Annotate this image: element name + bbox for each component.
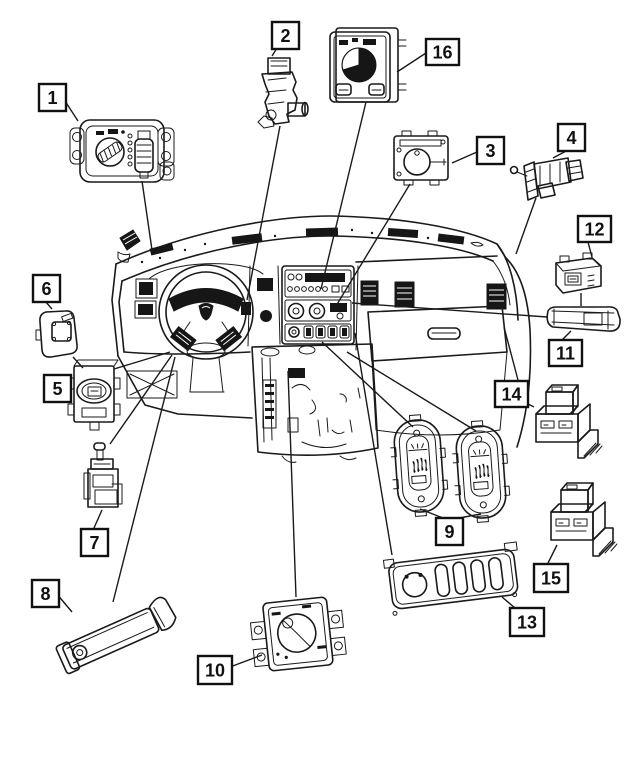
part-relay-switch-lower — [550, 482, 618, 557]
part-ignition-switch — [509, 157, 584, 201]
ram-logo-icon — [198, 303, 214, 321]
callout-label: 12 — [584, 220, 604, 240]
callout-9[interactable]: 9 — [434, 516, 465, 547]
part-relay-switch-upper — [535, 384, 603, 459]
part-heated-seat-switch-left — [387, 412, 451, 519]
callout-label: 15 — [541, 569, 561, 589]
center-console — [251, 343, 379, 463]
callout-16[interactable]: 16 — [424, 37, 461, 67]
callout-5[interactable]: 5 — [42, 373, 73, 404]
callout-11[interactable]: 11 — [547, 338, 584, 368]
leader-lines — [44, 47, 593, 668]
callout-label: 3 — [485, 141, 495, 161]
callout-8[interactable]: 8 — [30, 578, 61, 609]
callout-label: 14 — [501, 385, 521, 405]
callout-label: 4 — [566, 128, 576, 148]
callout-label: 2 — [280, 26, 290, 46]
callout-label: 5 — [52, 379, 62, 399]
callout-7[interactable]: 7 — [79, 527, 110, 558]
callout-label: 1 — [47, 88, 57, 108]
center-stack — [281, 265, 355, 345]
callout-3[interactable]: 3 — [475, 135, 506, 166]
part-control-module — [555, 252, 602, 294]
glove-box-panel — [355, 255, 508, 436]
part-4wd-rotary-switch — [249, 596, 347, 672]
callout-label: 16 — [432, 43, 452, 63]
part-headlamp-panel-switch — [329, 27, 407, 103]
part-plunger-switch — [83, 442, 123, 508]
callout-4[interactable]: 4 — [556, 122, 587, 153]
cowl-vent-strips — [140, 227, 484, 264]
part-lower-switch-bank — [382, 541, 519, 616]
callout-label: 6 — [41, 279, 51, 299]
callout-6[interactable]: 6 — [31, 273, 62, 304]
callout-1[interactable]: 1 — [37, 82, 68, 113]
callouts: 1 2 16 3 4 12 11 6 — [30, 20, 613, 686]
part-rotary-dial-switch — [393, 130, 449, 186]
callout-12[interactable]: 12 — [576, 214, 613, 244]
callout-label: 8 — [40, 584, 50, 604]
callout-label: 9 — [444, 522, 454, 542]
callout-label: 11 — [556, 344, 575, 364]
callout-13[interactable]: 13 — [508, 606, 546, 638]
callout-label: 13 — [517, 613, 537, 633]
callout-2[interactable]: 2 — [270, 20, 301, 51]
part-door-jamb-bracket — [55, 596, 177, 675]
part-column-bracket-switch — [257, 57, 309, 129]
callout-label: 10 — [205, 661, 225, 681]
headlamp-rotary-knob — [95, 137, 125, 167]
callout-label: 7 — [89, 533, 99, 553]
part-transfer-case-switch — [67, 359, 121, 431]
part-switch-bezel-plate — [35, 310, 78, 358]
callout-10[interactable]: 10 — [196, 654, 234, 686]
callout-15[interactable]: 15 — [532, 562, 570, 594]
part-headlamp-switch-module — [69, 119, 175, 183]
dashboard-illustration — [111, 215, 532, 463]
callout-14[interactable]: 14 — [493, 379, 530, 409]
steering-wheel — [158, 264, 254, 360]
part-sensor-strip — [546, 306, 621, 332]
